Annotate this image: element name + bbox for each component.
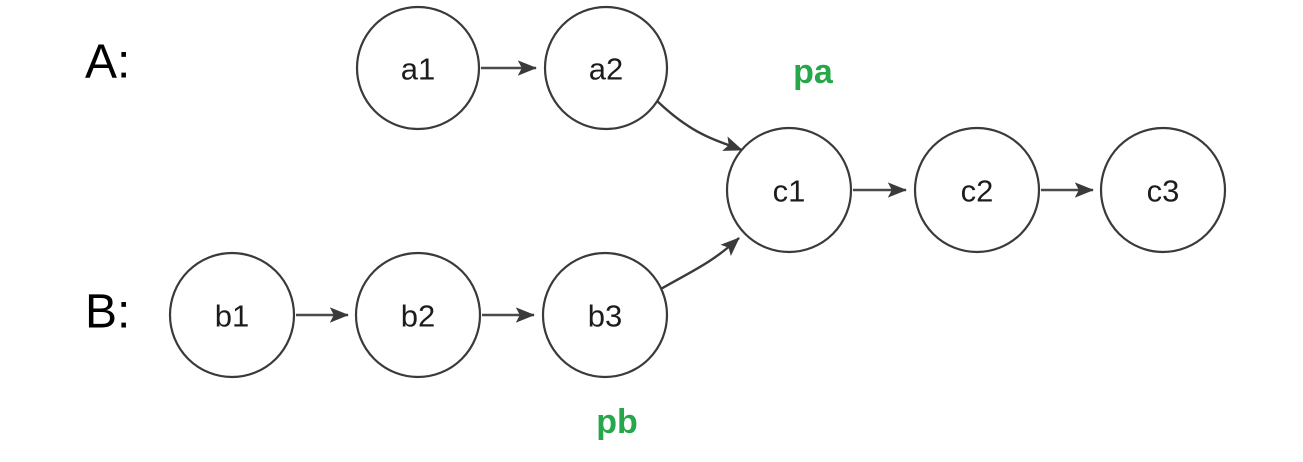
node-b3[interactable]: b3 [541,251,669,379]
node-a1-label: a1 [401,52,435,87]
row-label-a: A: [85,36,130,89]
node-a2-circle[interactable] [543,5,669,131]
node-c2-circle[interactable] [913,126,1041,254]
edge-group-straight [296,60,1094,323]
node-b1-circle[interactable] [168,251,296,379]
pointer-label-pb: pb [596,403,638,441]
node-b2-label: b2 [401,299,435,334]
edge-b3-to-c1 [658,237,740,292]
pointer-label-pa: pa [793,53,834,91]
node-c3[interactable]: c3 [1099,126,1227,254]
node-c2-label: c2 [961,174,994,209]
node-c1-label: c1 [773,174,806,209]
node-b2-circle[interactable] [354,251,482,379]
node-c1[interactable]: c1 [725,126,853,254]
node-b1[interactable]: b1 [168,251,296,379]
node-b1-label: b1 [215,299,249,334]
edge-a2-to-c1 [654,98,743,152]
node-c1-circle[interactable] [725,126,853,254]
node-b3-label: b3 [588,299,622,334]
node-a2-label: a2 [589,52,623,87]
row-label-b: B: [85,286,130,339]
node-c3-label: c3 [1147,174,1180,209]
node-b3-circle[interactable] [541,251,669,379]
node-a1-circle[interactable] [355,5,481,131]
node-c3-circle[interactable] [1099,126,1227,254]
node-a2[interactable]: a2 [543,5,669,131]
node-b2[interactable]: b2 [354,251,482,379]
node-c2[interactable]: c2 [913,126,1041,254]
node-a1[interactable]: a1 [355,5,481,131]
edge-group-curved [654,98,743,292]
